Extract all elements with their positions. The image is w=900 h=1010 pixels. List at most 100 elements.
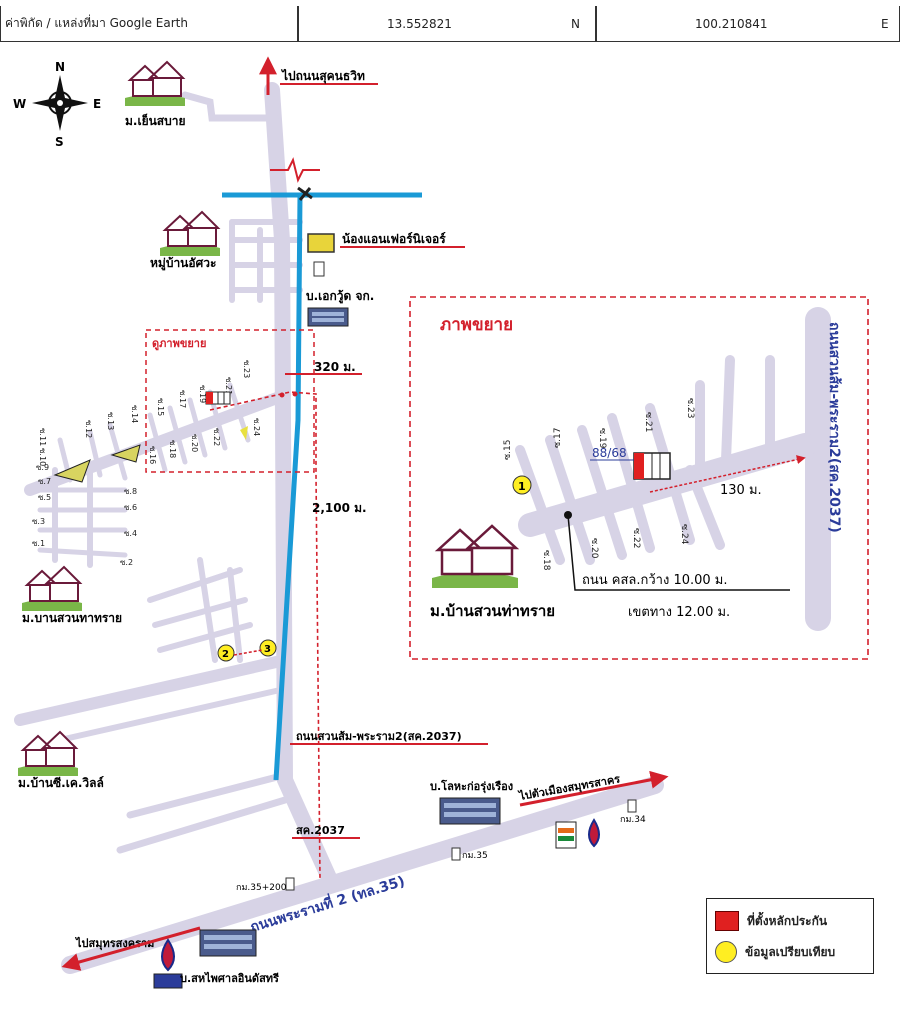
longitude-cell: 100.210841 E	[596, 6, 900, 42]
soi-label: ซ.21	[224, 377, 233, 395]
building-icon-ekgood	[307, 307, 349, 327]
inset-soi-label: ซ.23	[685, 398, 695, 418]
inset-soi-label: ซ.22	[631, 528, 641, 548]
route-point	[279, 392, 285, 398]
legend-collateral-label: ที่ตั้งหลักประกัน	[747, 913, 828, 928]
inset-road-width: ถนน คสล.กว้าง 10.00 ม.	[582, 573, 728, 588]
arrow-to-samut-sakhon	[519, 770, 669, 807]
soi-label: ซ.16	[148, 446, 157, 464]
legend-collateral: ที่ตั้งหลักประกัน	[715, 911, 827, 931]
soi-label: ซ.6	[124, 503, 137, 512]
legend-comparison-label: ข้อมูลเปรียบเทียบ	[745, 944, 836, 959]
comparison-marker-3: 3	[259, 639, 277, 657]
compass-n: N	[55, 60, 65, 74]
loha-label: บ.โลหะก่อรุ่งเรือง	[430, 779, 513, 794]
zoom-link-label[interactable]: ดูภาพขยาย	[152, 337, 206, 351]
soi-label: ซ.2	[120, 558, 133, 567]
road-network	[14, 82, 664, 974]
soi-label: ซ.13	[106, 412, 115, 430]
km35-post-icon	[451, 847, 461, 861]
village-atsawa-label: หมู่บ้านอัศวะ	[150, 256, 216, 271]
legend-yellow-swatch	[715, 941, 737, 963]
inset-leader-line	[567, 514, 790, 591]
collateral-plot-main	[205, 391, 231, 405]
small-yellow-mark	[240, 426, 248, 440]
longitude-value: 100.210841	[695, 16, 768, 31]
soi-label: ซ.11	[38, 428, 47, 446]
bridge-marks	[297, 186, 313, 201]
compass-rose: N S E W	[13, 60, 101, 149]
inset-collateral-plot	[633, 452, 671, 480]
inset-title: ภาพขยาย	[440, 315, 513, 335]
inset-village-label: ม.บ้านสวนท่าทราย	[430, 602, 555, 620]
triangle-marker	[53, 459, 91, 483]
inset-soi-labels: ซ.15 ซ.17 ซ.19 ซ.21 ซ.23 ซ.18 ซ.20 ซ.22 …	[503, 398, 695, 571]
zoom-area-box	[145, 329, 315, 473]
inset-dist-130-line	[649, 455, 806, 493]
village-yen-sabai-label: ม.เย็นสบาย	[125, 113, 186, 128]
soi-label: ซ.15	[156, 398, 165, 416]
soi-label: ซ.5	[38, 493, 51, 502]
soi-labels: ซ.23 ซ.21 ซ.19 ซ.17 ซ.15 ซ.14 ซ.13 ซ.12 …	[32, 360, 261, 567]
soi-label: ซ.8	[124, 487, 137, 496]
sahapaisarn-label: บ.สหไพศาลอินดัสทรี	[180, 971, 279, 985]
soi-label: ซ.4	[124, 529, 137, 538]
road-sk2037-label: สค.2037	[296, 824, 345, 837]
soi-label: ซ.3	[32, 517, 45, 526]
latitude-cell: 13.552821 N	[298, 6, 596, 42]
source-cell: ค่าพิกัด / แหล่งที่มา Google Earth	[0, 6, 298, 42]
factory-icon-small	[313, 261, 325, 277]
km34-post-icon	[627, 799, 637, 813]
km35-label: กม.35	[462, 851, 488, 861]
inset-soi-label: ซ.17	[553, 428, 563, 448]
soi-label: ซ.9	[36, 463, 49, 472]
soi-label: ซ.14	[130, 405, 139, 423]
road-suansom-label: ถนนสวนส้ม-พระราม2(สค.2037)	[296, 730, 462, 743]
village-icon-suan-tha-sai	[22, 565, 83, 611]
seven-eleven-icon	[555, 821, 577, 849]
location-map: ไปถนนสุคนธวิท N S E W ม.เย็นสบาย หมู่บ้า…	[13, 56, 869, 989]
village-icon-yen-sabai	[125, 60, 186, 106]
legend-comparison: ข้อมูลเปรียบเทียบ	[715, 941, 835, 963]
inset-soi-label: ซ.18	[541, 550, 551, 571]
inset-soi-label: ซ.21	[643, 412, 653, 432]
route-point	[292, 391, 298, 397]
inset-road-vertical-label: ถนนสวนส้ม-พระราม2(สค.2037)	[826, 322, 842, 533]
soi-label: ซ.7	[38, 477, 51, 486]
soi-label: ซ.17	[178, 390, 187, 408]
shop-icon	[307, 233, 335, 253]
village-ck-ville-label: ม.บ้านซี.เค.วิลล์	[18, 776, 104, 790]
legend-red-swatch	[715, 911, 739, 931]
bridge-symbol	[270, 157, 320, 183]
building-icon-loha	[439, 797, 501, 825]
village-icon-atsawa	[160, 210, 221, 256]
canal	[222, 192, 422, 781]
inset-plot-number: 88/68	[592, 446, 627, 460]
to-sukhumvit-label: ไปถนนสุคนธวิท	[280, 68, 365, 84]
inset-soi-label: ซ.24	[679, 524, 689, 545]
compass-w: W	[13, 97, 26, 111]
soi-label: ซ.12	[84, 420, 93, 438]
arrow-to-samut-songkhram	[61, 926, 201, 971]
inset-dist-130-label: 130 ม.	[720, 483, 762, 498]
soi-label: ซ.19	[198, 385, 207, 403]
km35-200-post-icon	[285, 877, 295, 891]
soi-label: ซ.18	[168, 440, 177, 458]
soi-label: ซ.10	[38, 448, 47, 466]
inset-soi-label: ซ.15	[503, 440, 513, 460]
soi-label: ซ.24	[252, 418, 261, 436]
latitude-value: 13.552821	[387, 16, 452, 31]
village-suan-tha-sai-label: ม.บานสวนทาทราย	[22, 611, 122, 625]
comparison-marker-2: 2	[217, 644, 235, 662]
legend: ที่ตั้งหลักประกัน ข้อมูลเปรียบเทียบ	[706, 898, 874, 974]
dist-2100-label: 2,100 ม.	[312, 501, 367, 515]
a-ekgood-label: บ.เอกวู้ด จก.	[306, 289, 374, 304]
km35-200-label: กม.35+200	[236, 883, 287, 893]
coordinate-header: ค่าพิกัด / แหล่งที่มา Google Earth 13.55…	[0, 0, 900, 44]
soi-label: ซ.23	[242, 360, 251, 378]
svg-text:2: 2	[222, 649, 229, 660]
dist-320-label: 320 ม.	[314, 360, 356, 374]
village-icon-ck-ville	[18, 730, 79, 776]
inset-soi-label: ซ.20	[589, 538, 599, 559]
soi-label: ซ.22	[212, 428, 221, 446]
